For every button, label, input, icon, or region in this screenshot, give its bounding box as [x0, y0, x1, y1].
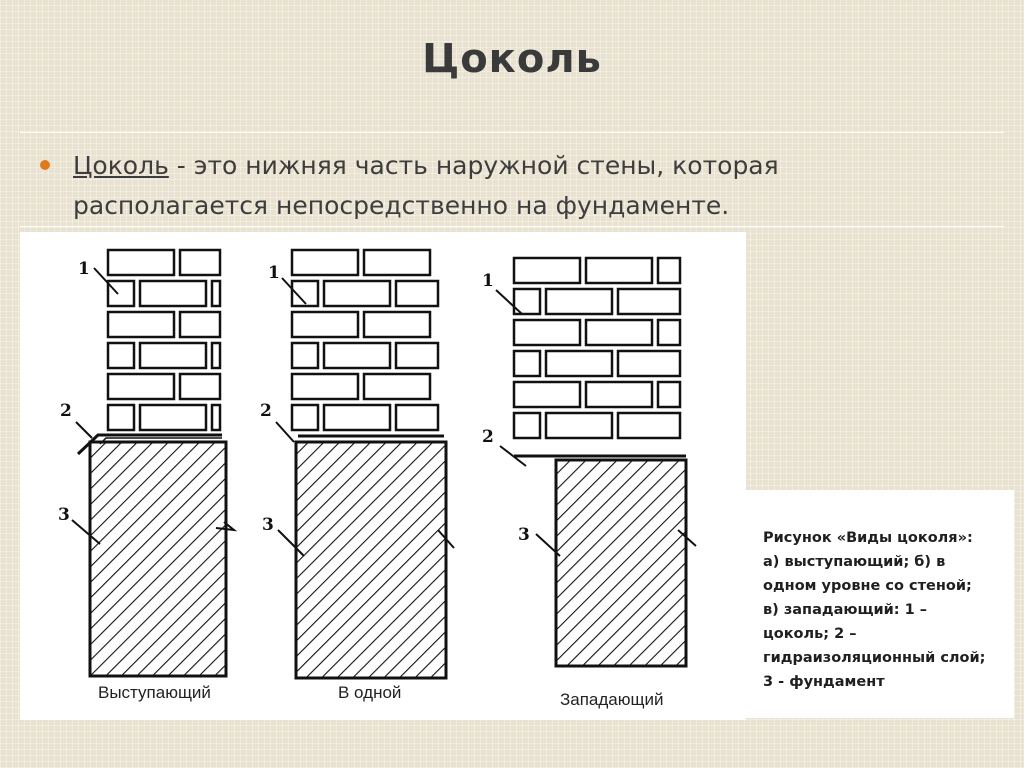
brick [178, 372, 222, 401]
brick-wall-protruding [106, 248, 222, 432]
marker-3-flush: 3 [262, 515, 274, 535]
brick [210, 341, 222, 370]
bottom-divider [20, 226, 1004, 227]
variant-label-flush: В одной [338, 683, 401, 702]
brick [544, 287, 614, 316]
bullet-item: Цоколь - это нижняя часть наружной стены… [40, 146, 940, 226]
leader-1c [495, 289, 523, 315]
bullet-term: Цоколь [73, 151, 169, 180]
brick [362, 372, 432, 401]
brick [322, 403, 392, 432]
brick-wall-flush [290, 248, 440, 432]
marker-2-flush: 2 [260, 401, 272, 421]
leader-3b [277, 529, 305, 557]
brick [584, 380, 654, 409]
marker-3-protruding: 3 [58, 505, 70, 525]
brick [290, 341, 320, 370]
brick [290, 310, 360, 339]
variant-label-protruding: Выступающий [98, 683, 211, 702]
leader-3c [535, 533, 561, 557]
brick [616, 287, 682, 316]
brick [362, 248, 432, 277]
brick [106, 341, 136, 370]
caption-line: Рисунок «Виды цоколя»: [763, 530, 973, 546]
leader-1b [281, 277, 307, 305]
brick [106, 403, 136, 432]
brick [512, 256, 582, 285]
bullet-dot-icon [40, 160, 50, 170]
marker-1-flush: 1 [268, 263, 280, 283]
brick [138, 279, 208, 308]
caption-line: цоколь; 2 – [763, 626, 857, 642]
brick [322, 341, 392, 370]
break-mark-flush [437, 529, 455, 549]
brick [656, 318, 682, 347]
brick [394, 403, 440, 432]
caption-line: гидраизоляционный слой; [763, 650, 986, 666]
brick [106, 310, 176, 339]
brick [106, 248, 176, 277]
bullet-definition: - это нижняя часть наружной стены, котор… [73, 151, 779, 220]
variant-label-recessed: Западающий [560, 690, 664, 709]
leader-2c [499, 445, 527, 467]
brick [178, 248, 222, 277]
brick [362, 310, 432, 339]
leader-2a [75, 421, 93, 439]
brick-wall-recessed [512, 256, 682, 440]
brick [210, 403, 222, 432]
brick [290, 248, 360, 277]
plinth-types-figure: 1 2 3 1 2 3 1 2 3 Выступающий В одной За… [20, 232, 746, 720]
brick [290, 403, 320, 432]
brick [210, 279, 222, 308]
brick [290, 372, 360, 401]
brick [584, 256, 654, 285]
brick [584, 318, 654, 347]
marker-3-recessed: 3 [518, 525, 530, 545]
brick [512, 411, 542, 440]
top-divider [20, 132, 1004, 133]
brick [656, 256, 682, 285]
caption-line: 3 - фундамент [763, 674, 885, 690]
brick [322, 279, 392, 308]
leader-2b [275, 421, 295, 443]
brick [106, 279, 136, 308]
brick [616, 349, 682, 378]
break-mark-recessed [677, 529, 697, 547]
damp-proof-layer-protruding [76, 433, 222, 456]
leader-3a [71, 519, 101, 545]
marker-1-protruding: 1 [78, 259, 90, 279]
brick [394, 341, 440, 370]
brick [178, 310, 222, 339]
brick [544, 411, 614, 440]
marker-2-recessed: 2 [482, 427, 494, 447]
figure-caption: Рисунок «Виды цоколя»: а) выступающий; б… [746, 490, 1014, 718]
marker-1-recessed: 1 [482, 271, 494, 291]
caption-line: а) выступающий; б) в [763, 554, 946, 570]
brick [394, 279, 440, 308]
brick [544, 349, 614, 378]
slide-title: Цоколь [422, 36, 602, 82]
break-mark-protruding [215, 521, 238, 532]
brick [138, 403, 208, 432]
brick [512, 380, 582, 409]
brick [656, 380, 682, 409]
brick [512, 349, 542, 378]
caption-line: в) западающий: 1 – [763, 602, 928, 618]
leader-1a [93, 267, 119, 295]
brick [106, 372, 176, 401]
caption-line: одном уровне со стеной; [763, 578, 972, 594]
foundation-recessed [554, 458, 688, 668]
foundation-flush [294, 440, 448, 680]
brick [512, 318, 582, 347]
brick [616, 411, 682, 440]
marker-2-protruding: 2 [60, 401, 72, 421]
bullet-text: Цоколь - это нижняя часть наружной стены… [73, 146, 940, 226]
foundation-protruding [88, 440, 228, 678]
brick [138, 341, 208, 370]
